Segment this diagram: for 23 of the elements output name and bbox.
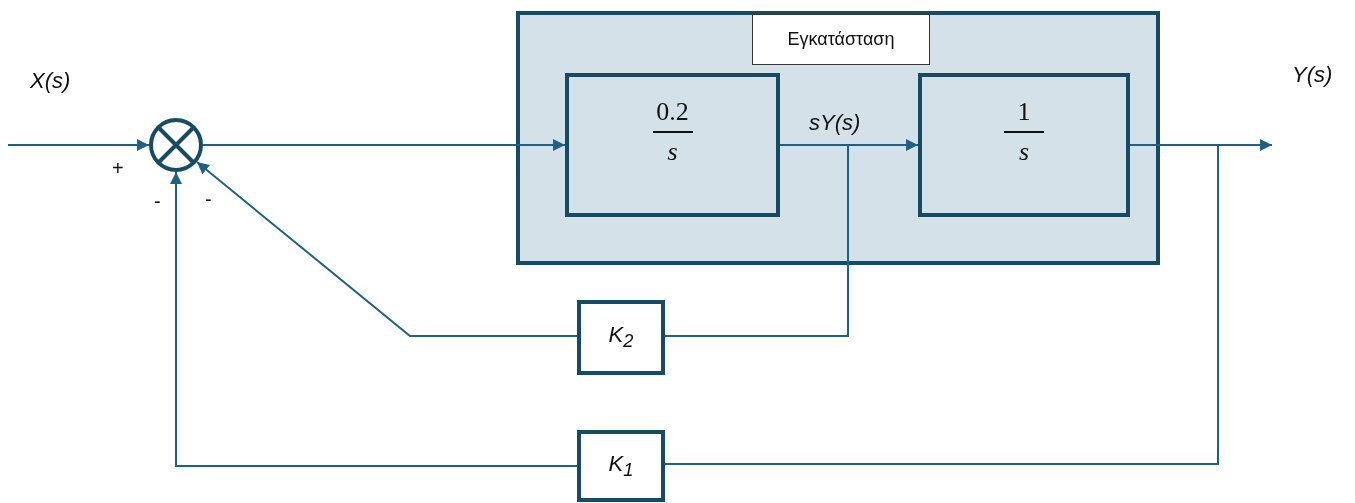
signal-label: sY(s) bbox=[809, 110, 861, 136]
plant-title: Εγκατάσταση bbox=[787, 29, 895, 50]
arrow bbox=[7, 139, 150, 151]
connector-line bbox=[664, 144, 1219, 465]
connector-line bbox=[664, 144, 849, 337]
plant-box bbox=[516, 11, 1160, 265]
gain-block bbox=[577, 430, 665, 502]
sign-label: + bbox=[112, 157, 124, 180]
gain-label: K$_{2}$ bbox=[608, 322, 634, 353]
arrow bbox=[170, 171, 578, 467]
fraction: 1 s bbox=[1004, 97, 1044, 167]
arrow bbox=[195, 161, 578, 337]
sign-label: - bbox=[154, 190, 161, 213]
transfer-function-block bbox=[565, 73, 780, 217]
signal-label: X(s) bbox=[30, 68, 71, 94]
summing-junction bbox=[149, 118, 203, 172]
gain-block bbox=[577, 300, 665, 375]
fraction: 0.2 s bbox=[652, 97, 693, 167]
transfer-function-block bbox=[918, 73, 1130, 217]
arrow bbox=[202, 139, 566, 151]
signal-label: Y(s) bbox=[1292, 62, 1333, 88]
sign-label: - bbox=[205, 188, 212, 211]
gain-label: K$_{1}$ bbox=[608, 450, 634, 482]
